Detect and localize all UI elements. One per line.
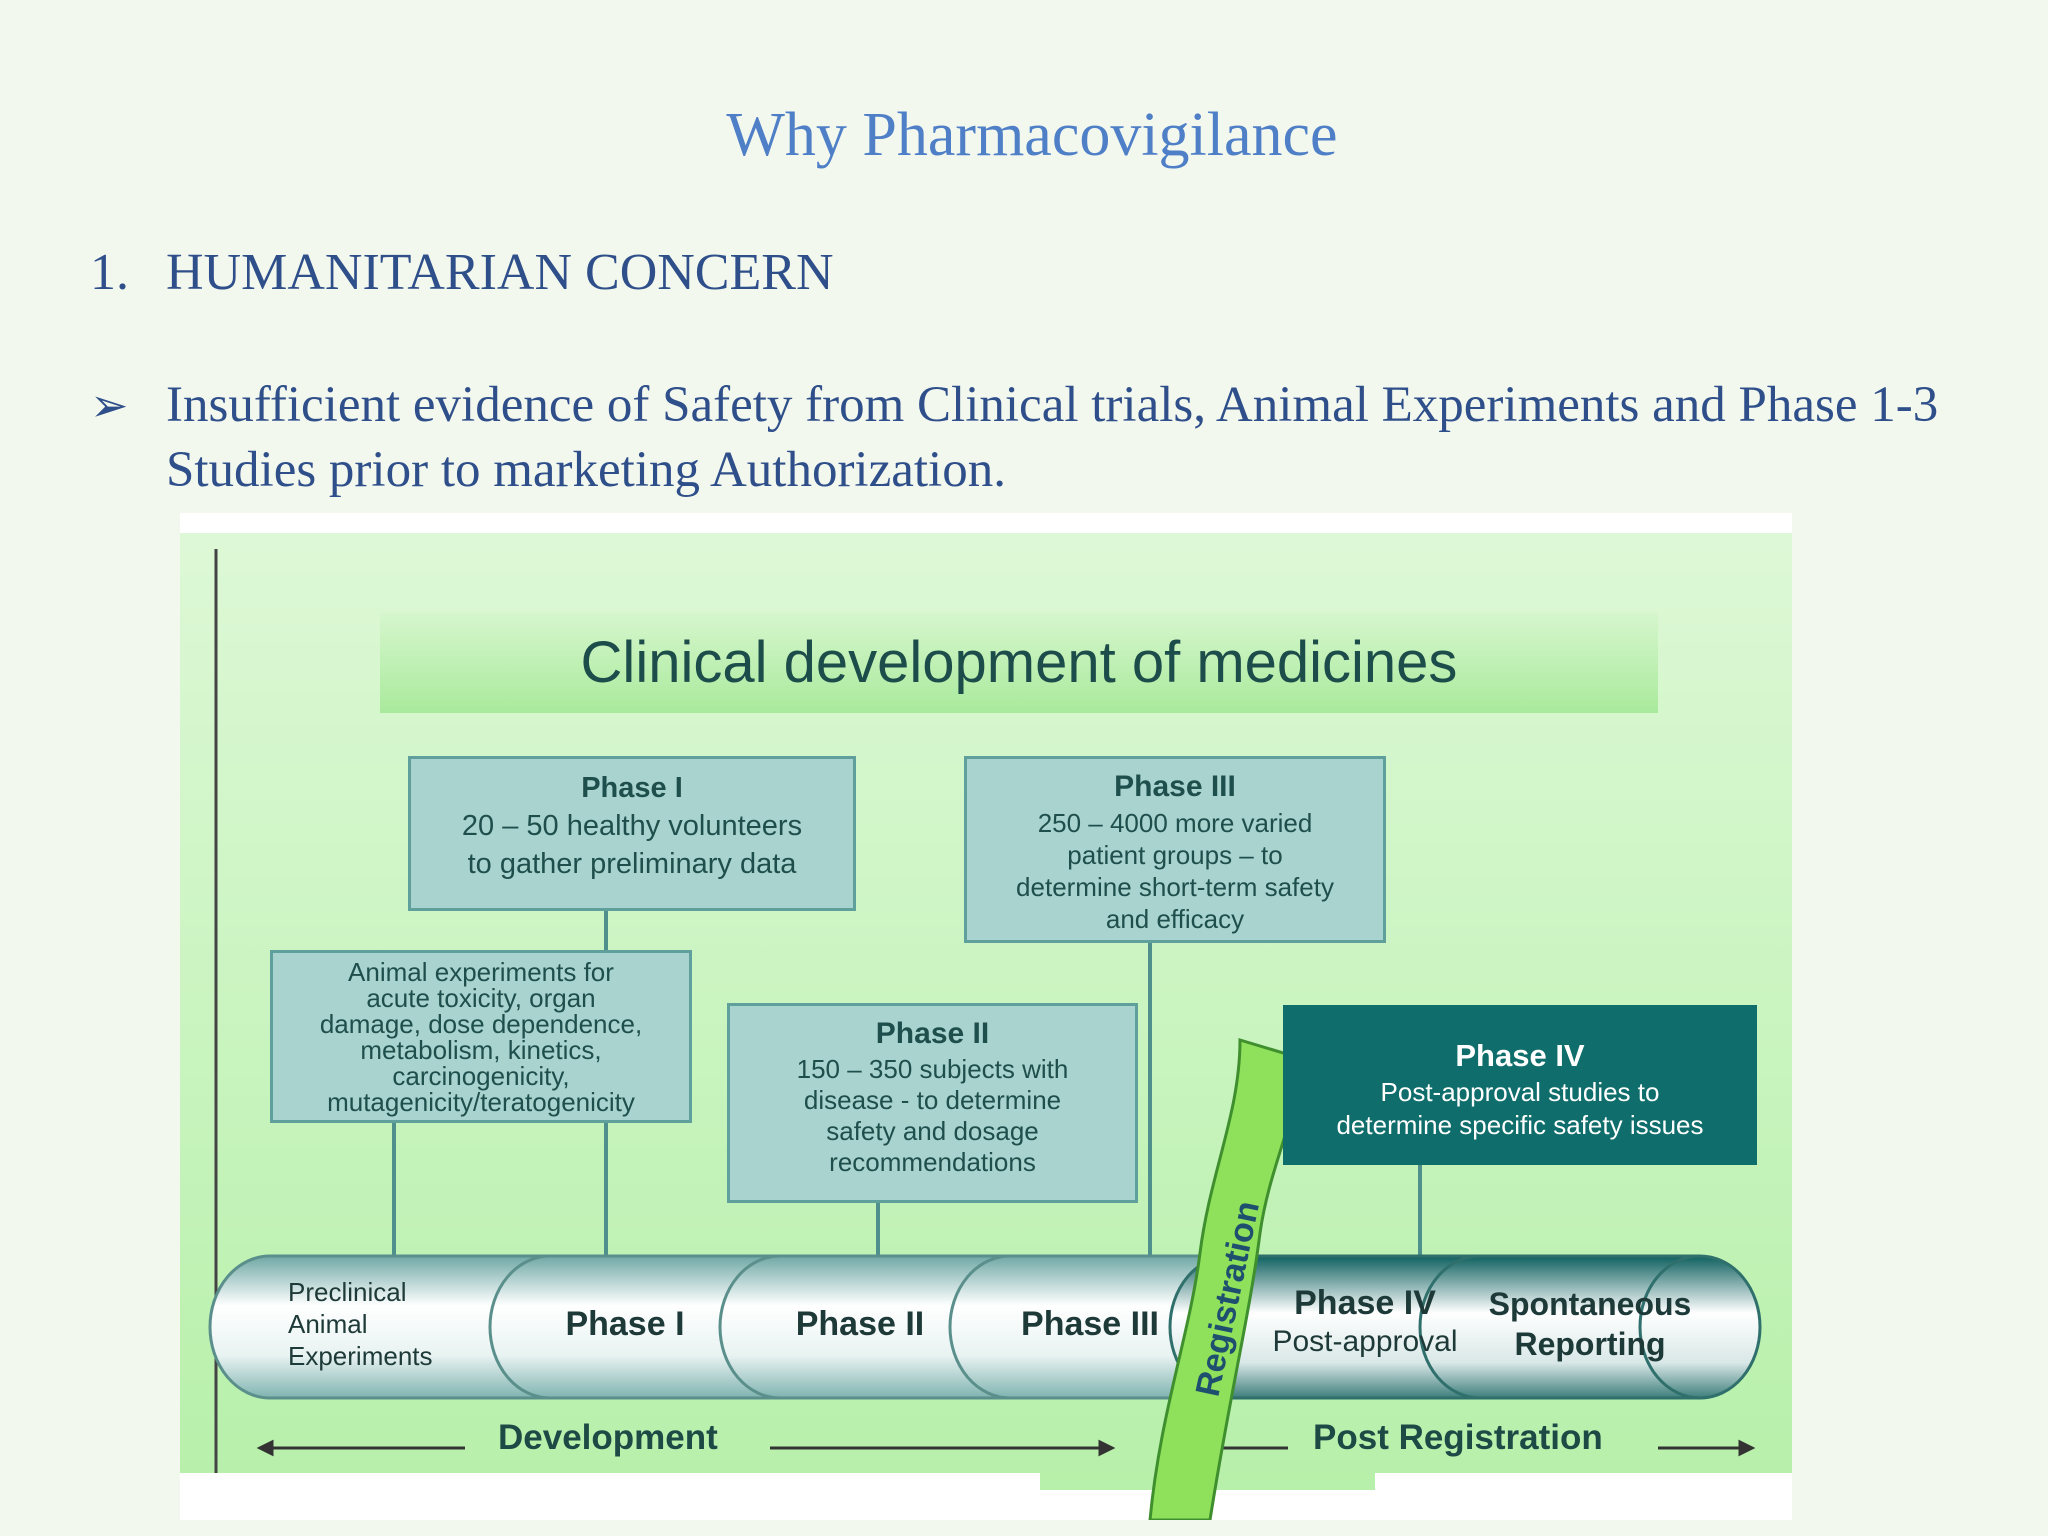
white-gap-right	[1375, 1473, 1792, 1520]
phase-2-box-line: disease - to determine	[803, 1085, 1062, 1115]
phase-3-box-line: 250 – 4000 more varied	[1037, 808, 1313, 838]
phase-3-box-line: patient groups – to	[1067, 840, 1283, 870]
arrow-bullet-icon: ➢	[90, 380, 129, 431]
phase-2-box-line: recommendations	[829, 1147, 1036, 1177]
animal-box-line: carcinogenicity,	[392, 1061, 570, 1091]
clinical-development-diagram: Registration Clinical development of med…	[180, 513, 1792, 1520]
phase-3-box-line: and efficacy	[1105, 904, 1245, 934]
phase-1-box-line: 20 – 50 healthy volunteers	[461, 810, 803, 842]
pipeline-phase-4-title: Phase IV	[1294, 1284, 1436, 1322]
phase-4-box: Phase IV Post-approval studies to determ…	[1283, 1005, 1757, 1165]
phase-1-box-title: Phase I	[581, 772, 683, 804]
pipeline-phase-2-label: Phase II	[795, 1305, 925, 1343]
pipeline-phase-1-label: Phase I	[565, 1305, 685, 1343]
animal-experiments-box: Animal experiments for acute toxicity, o…	[270, 950, 692, 1123]
bullet-text: Insufficient evidence of Safety from Cli…	[166, 377, 1939, 498]
phase-2-box-title: Phase II	[875, 1017, 990, 1050]
registration-ribbon	[1148, 1037, 1302, 1520]
white-gap-left	[180, 1473, 1040, 1520]
animal-box-line: damage, dose dependence,	[319, 1009, 643, 1039]
slide-title: Why Pharmacovigilance	[726, 101, 1338, 169]
phase-3-box: Phase III 250 – 4000 more varied patient…	[964, 756, 1386, 943]
numbered-point: 1. HUMANITARIAN CONCERN	[90, 243, 834, 302]
phase-4-box-line: determine specific safety issues	[1336, 1110, 1704, 1140]
pipeline-spontaneous-line: Reporting	[1514, 1326, 1666, 1362]
point-number: 1.	[90, 244, 129, 301]
pipeline-spontaneous-label: Spontaneous Reporting	[1480, 1284, 1700, 1364]
pipeline-phase-3-label: Phase III	[1021, 1305, 1159, 1343]
phase-1-box-line: to gather preliminary data	[467, 848, 797, 880]
animal-box-line: metabolism, kinetics,	[360, 1035, 602, 1065]
phase-3-box-title: Phase III	[1114, 770, 1236, 803]
pipeline-preclinical-line: Animal	[288, 1309, 368, 1339]
phase-2-box: Phase II 150 – 350 subjects with disease…	[727, 1003, 1138, 1203]
pipeline-preclinical-line: Experiments	[288, 1341, 433, 1371]
diagram-title: Clinical development of medicines	[380, 613, 1658, 713]
animal-box-line: acute toxicity, organ	[366, 983, 596, 1013]
phase-2-box-line: 150 – 350 subjects with	[796, 1054, 1069, 1084]
pipeline-spontaneous-line: Spontaneous	[1488, 1286, 1692, 1322]
phase-4-box-line: Post-approval studies to	[1380, 1077, 1660, 1107]
phase-4-box-title: Phase IV	[1455, 1038, 1585, 1073]
animal-box-line: Animal experiments for	[348, 957, 614, 987]
pipeline-phase-4-label: Phase IV Post-approval	[1250, 1283, 1480, 1361]
phase-1-box: Phase I 20 – 50 healthy volunteers to ga…	[408, 756, 856, 911]
pipeline-preclinical-label: Preclinical Animal Experiments	[288, 1276, 488, 1372]
bullet-point: ➢ Insufficient evidence of Safety from C…	[90, 373, 2010, 503]
point-heading: HUMANITARIAN CONCERN	[166, 244, 834, 301]
phase-3-box-line: determine short-term safety	[1016, 872, 1334, 902]
development-label: Development	[498, 1418, 718, 1457]
animal-box-line: mutagenicity/teratogenicity	[327, 1087, 635, 1117]
pipeline-phase-4-sub: Post-approval	[1272, 1325, 1458, 1358]
pipeline-preclinical-line: Preclinical	[288, 1277, 407, 1307]
post-registration-label: Post Registration	[1313, 1418, 1603, 1457]
phase-2-box-line: safety and dosage	[826, 1116, 1039, 1146]
